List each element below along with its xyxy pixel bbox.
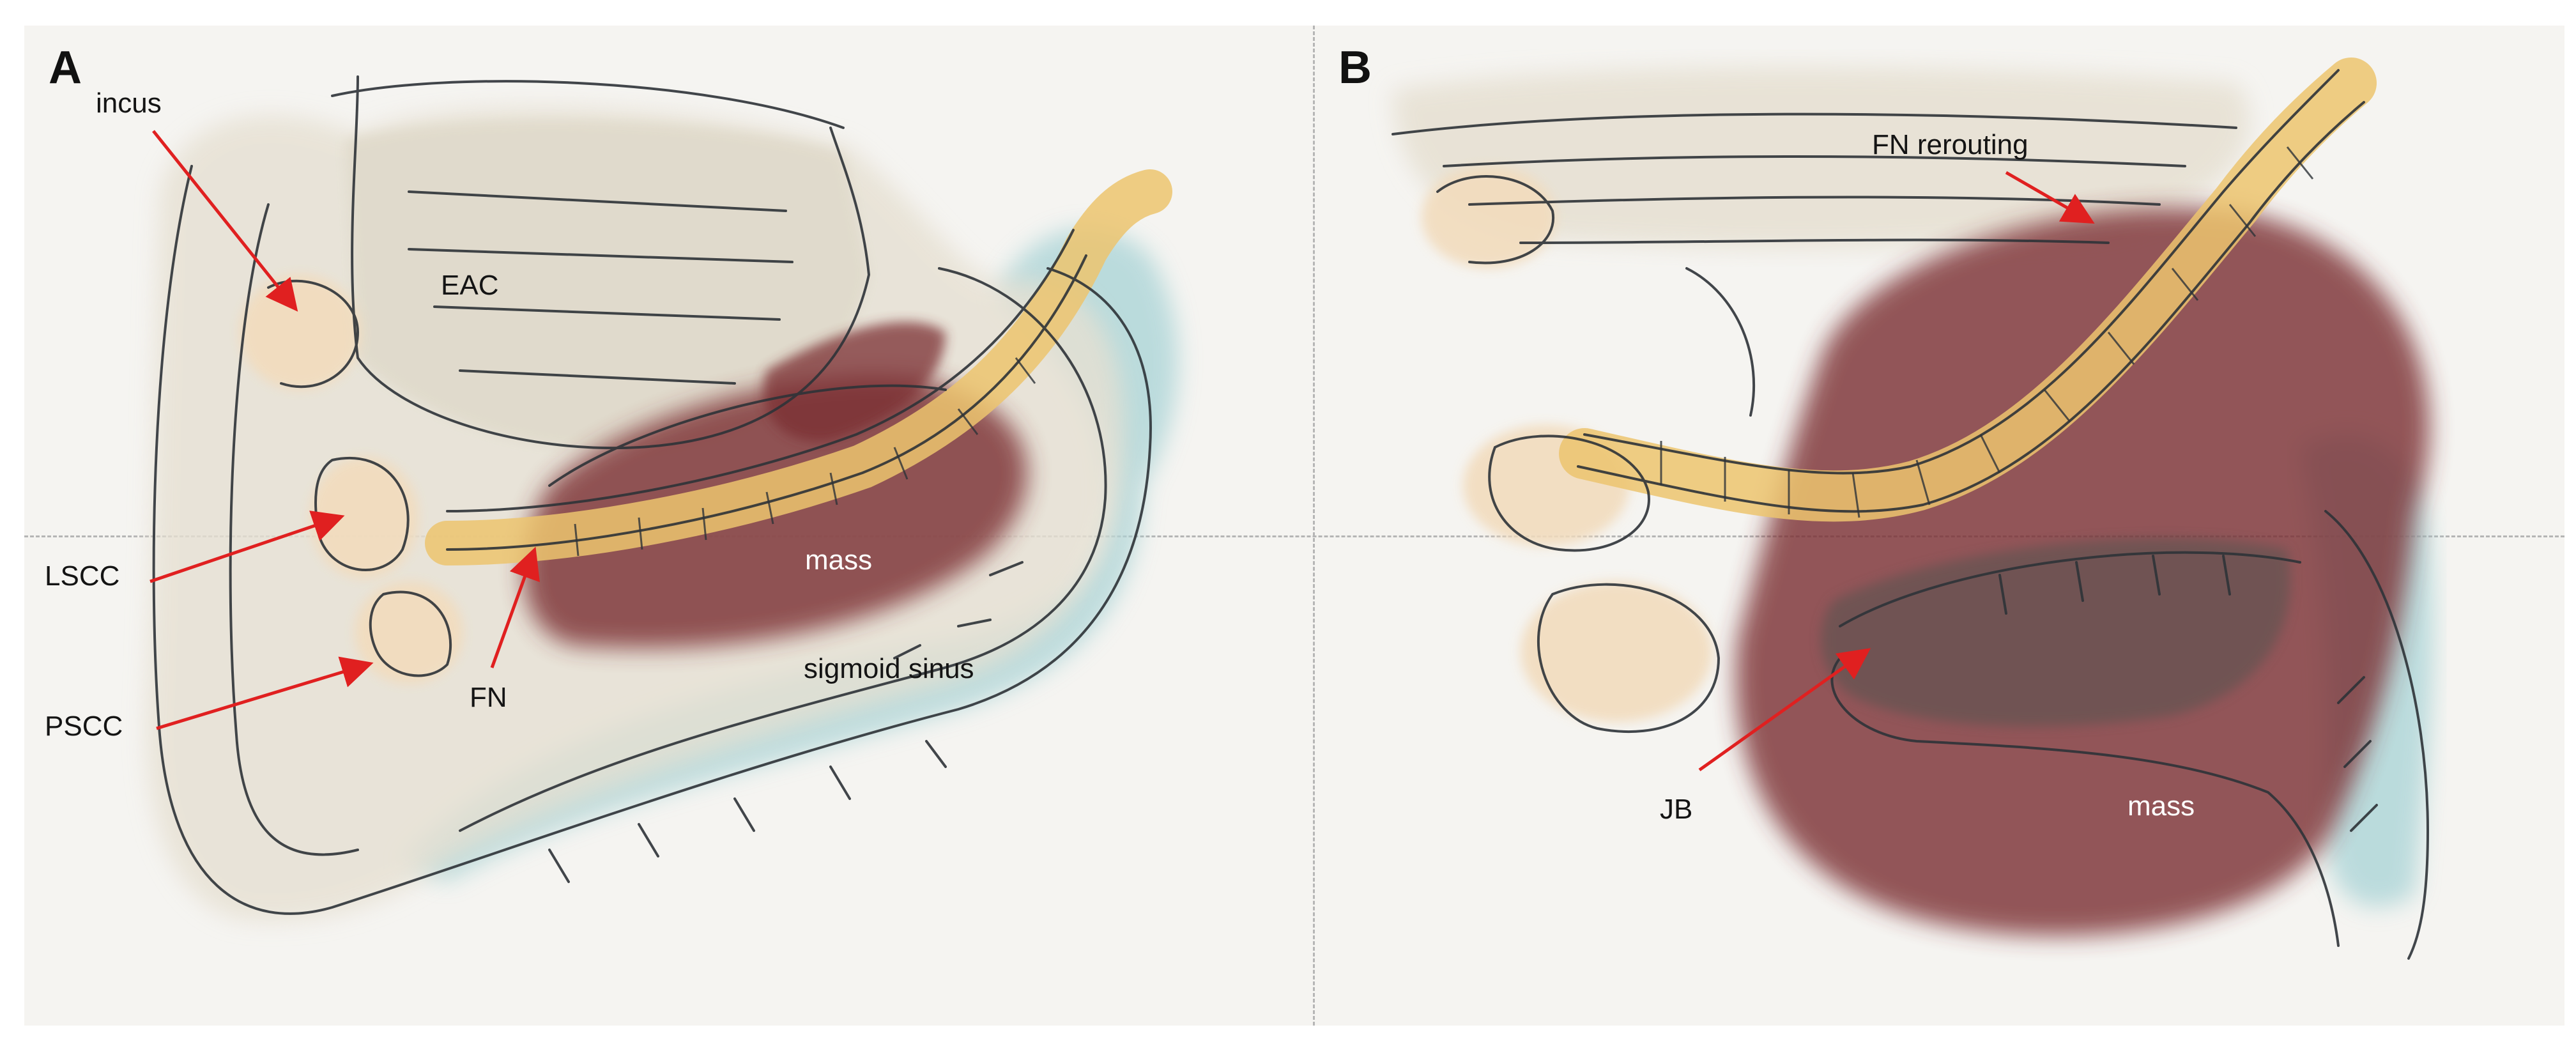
arrow-jb	[1698, 648, 1871, 772]
panel-divider-vertical	[1313, 26, 1315, 1026]
facial-nerve-shape	[425, 169, 1172, 565]
label-pscc: PSCC	[45, 711, 123, 742]
panel-a-drawing	[146, 75, 1178, 921]
incus-shape	[240, 275, 361, 390]
panel-a-contours	[152, 75, 1152, 915]
mass-upper-shape-a	[763, 321, 946, 442]
label-sigmoid-sinus: sigmoid sinus	[804, 653, 974, 684]
arrow-fn	[490, 546, 540, 668]
facial-nerve-ticks-a	[574, 357, 1036, 557]
panel-b-drawing	[1392, 58, 2434, 960]
panel-a-arrows	[150, 130, 540, 730]
facial-nerve-rerouted-shape	[1559, 58, 2377, 522]
panel-b-arrows	[1698, 171, 2095, 772]
label-fn: FN	[470, 682, 507, 713]
arrow-fn-rerouting	[2005, 171, 2095, 224]
panel-a-letter: A	[49, 42, 82, 93]
label-mass-b: mass	[2128, 790, 2195, 822]
label-fn-rerouting: FN rerouting	[1872, 129, 2028, 160]
ossicle-shape-b3	[1521, 581, 1712, 722]
eac-shape	[345, 119, 869, 450]
arrow-incus	[152, 130, 298, 312]
label-mass-a: mass	[805, 544, 873, 576]
label-lscc: LSCC	[45, 560, 120, 592]
label-eac: EAC	[441, 270, 499, 301]
label-incus: incus	[96, 88, 162, 119]
facial-nerve-ticks-b	[1660, 146, 2314, 518]
lscc-shape	[310, 457, 418, 578]
label-jb: JB	[1660, 794, 1693, 825]
arrow-pscc	[156, 656, 374, 730]
guide-line-horizontal	[24, 535, 2564, 537]
panel-b-letter: B	[1338, 42, 1372, 93]
arrow-lscc	[150, 511, 345, 583]
ossicle-shape-b1	[1422, 166, 1556, 268]
